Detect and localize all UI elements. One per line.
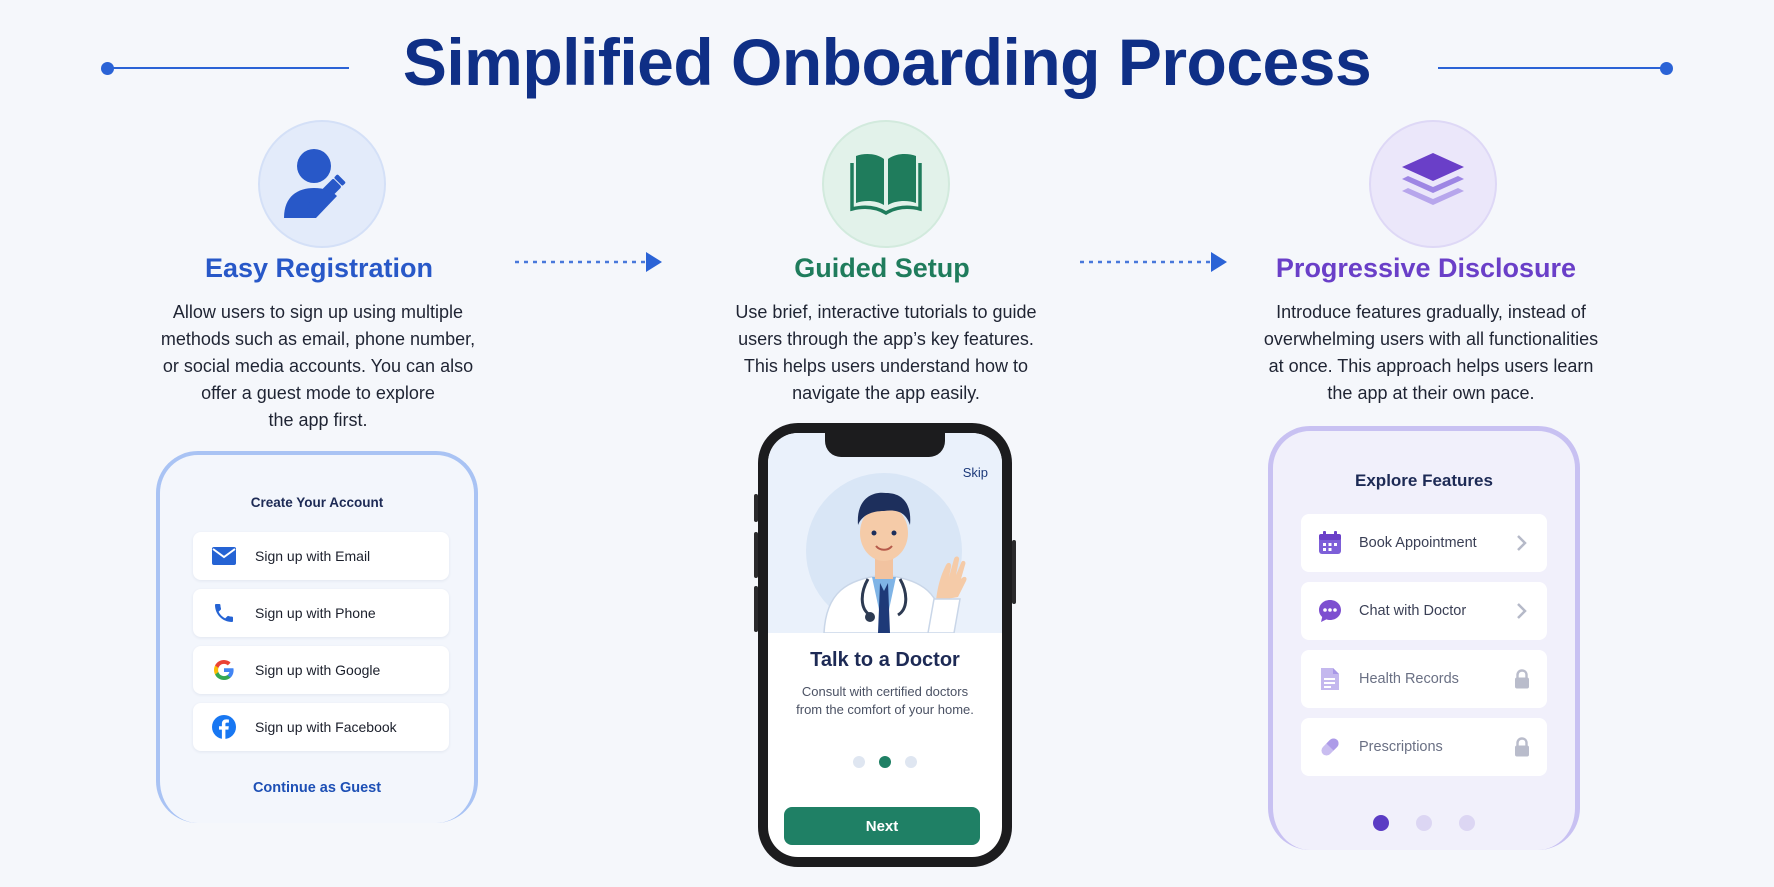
progressive-description-line: the app at their own pace. (1327, 383, 1535, 403)
signup-phone-label: Sign up with Phone (255, 605, 376, 621)
pagination-dot[interactable] (1459, 815, 1475, 831)
tutorial-phone-screen: Skip Talk to a Doctor Consult with certi… (768, 433, 1002, 857)
header-decor-dot-right (1660, 62, 1673, 75)
flow-arrow-icon (1080, 252, 1227, 272)
feature-chat-with-doctor[interactable]: Chat with Doctor (1301, 582, 1547, 640)
tutorial-illustration-area (768, 433, 1002, 634)
feature-label: Health Records (1359, 671, 1459, 687)
tutorial-subtitle-line: from the comfort of your home. (796, 702, 974, 717)
phone-icon (209, 601, 239, 625)
registration-description-line: the app first. (268, 410, 368, 430)
registration-description: Allow users to sign up using multiple me… (138, 299, 498, 434)
pagination-dot[interactable] (905, 756, 917, 768)
flow-arrow-icon (515, 252, 662, 272)
registration-phone-mockup: Create Your Account Sign up with Email S… (156, 451, 478, 823)
signup-google-button[interactable]: Sign up with Google (193, 646, 449, 694)
registration-title: Easy Registration (204, 253, 434, 283)
tutorial-slide-subtitle: Consult with certified doctors from the … (768, 683, 1002, 719)
tutorial-subtitle-line: Consult with certified doctors (801, 684, 969, 699)
signup-phone-button[interactable]: Sign up with Phone (193, 589, 449, 637)
pill-icon (1315, 734, 1345, 760)
guided-description-line: navigate the app easily. (792, 383, 980, 403)
feature-label: Prescriptions (1359, 739, 1443, 755)
signup-email-button[interactable]: Sign up with Email (193, 532, 449, 580)
guided-description-line: users through the app’s key features. (738, 329, 1034, 349)
pagination-dot-active[interactable] (879, 756, 891, 768)
guided-title: Guided Setup (794, 253, 970, 283)
user-edit-icon (284, 149, 346, 218)
phone-side-button (1012, 540, 1016, 604)
lock-icon (1511, 669, 1533, 689)
progressive-description-line: Introduce features gradually, instead of (1276, 302, 1586, 322)
phone-notch (825, 433, 945, 457)
pagination-dot[interactable] (853, 756, 865, 768)
header-decor-line-left (107, 67, 349, 69)
progressive-title: Progressive Disclosure (1275, 253, 1577, 283)
signup-email-label: Sign up with Email (255, 548, 371, 564)
explore-features-heading: Explore Features (1355, 471, 1493, 490)
guided-icon-circle (822, 120, 950, 248)
features-phone-mockup: Explore Features Book Appointment Chat w… (1268, 426, 1580, 850)
progressive-description: Introduce features gradually, instead of… (1236, 299, 1626, 407)
feature-label: Chat with Doctor (1359, 603, 1467, 619)
registration-description-line: offer a guest mode to explore (201, 383, 435, 403)
progressive-description-line: at once. This approach helps users learn (1268, 356, 1594, 376)
facebook-icon (209, 714, 239, 740)
page-title: Simplified Onboarding Process (402, 25, 1372, 99)
registration-description-line: Allow users to sign up using multiple (172, 302, 464, 322)
layers-icon (1402, 153, 1464, 205)
signup-facebook-label: Sign up with Facebook (255, 719, 397, 735)
signup-google-label: Sign up with Google (255, 662, 381, 678)
chevron-right-icon (1511, 602, 1533, 620)
skip-button[interactable]: Skip (962, 465, 988, 480)
pagination-dot[interactable] (1416, 815, 1432, 831)
continue-as-guest-link[interactable]: Continue as Guest (252, 780, 382, 796)
registration-description-line: or social media accounts. You can also (162, 356, 474, 376)
mail-icon (209, 546, 239, 566)
next-button[interactable]: Next (784, 807, 980, 845)
guided-description-line: This helps users understand how to (743, 356, 1029, 376)
registration-icon-circle (258, 120, 386, 248)
doctor-illustration (806, 473, 967, 634)
create-account-heading: Create Your Account (250, 495, 384, 510)
feature-label: Book Appointment (1359, 535, 1477, 551)
signup-facebook-button[interactable]: Sign up with Facebook (193, 703, 449, 751)
phone-side-button (754, 532, 758, 578)
chat-bubble-icon (1315, 598, 1345, 624)
tutorial-slide-title: Talk to a Doctor (810, 649, 960, 671)
tutorial-phone-mockup: Skip Talk to a Doctor Consult with certi… (758, 423, 1012, 867)
progressive-description-line: overwhelming users with all functionalit… (1263, 329, 1599, 349)
guided-description-line: Use brief, interactive tutorials to guid… (735, 302, 1037, 322)
header-decor-line-right (1438, 67, 1670, 69)
pagination-dot-active[interactable] (1373, 815, 1389, 831)
google-icon (209, 658, 239, 682)
registration-description-line: methods such as email, phone number, (160, 329, 476, 349)
phone-side-button (754, 586, 758, 632)
calendar-icon (1315, 530, 1345, 556)
lock-icon (1511, 737, 1533, 757)
feature-book-appointment[interactable]: Book Appointment (1301, 514, 1547, 572)
chevron-right-icon (1511, 534, 1533, 552)
feature-prescriptions[interactable]: Prescriptions (1301, 718, 1547, 776)
guided-description: Use brief, interactive tutorials to guid… (706, 299, 1066, 407)
progressive-icon-circle (1369, 120, 1497, 248)
phone-side-button (754, 494, 758, 522)
document-icon (1315, 666, 1345, 692)
feature-health-records[interactable]: Health Records (1301, 650, 1547, 708)
open-book-icon (850, 154, 922, 216)
